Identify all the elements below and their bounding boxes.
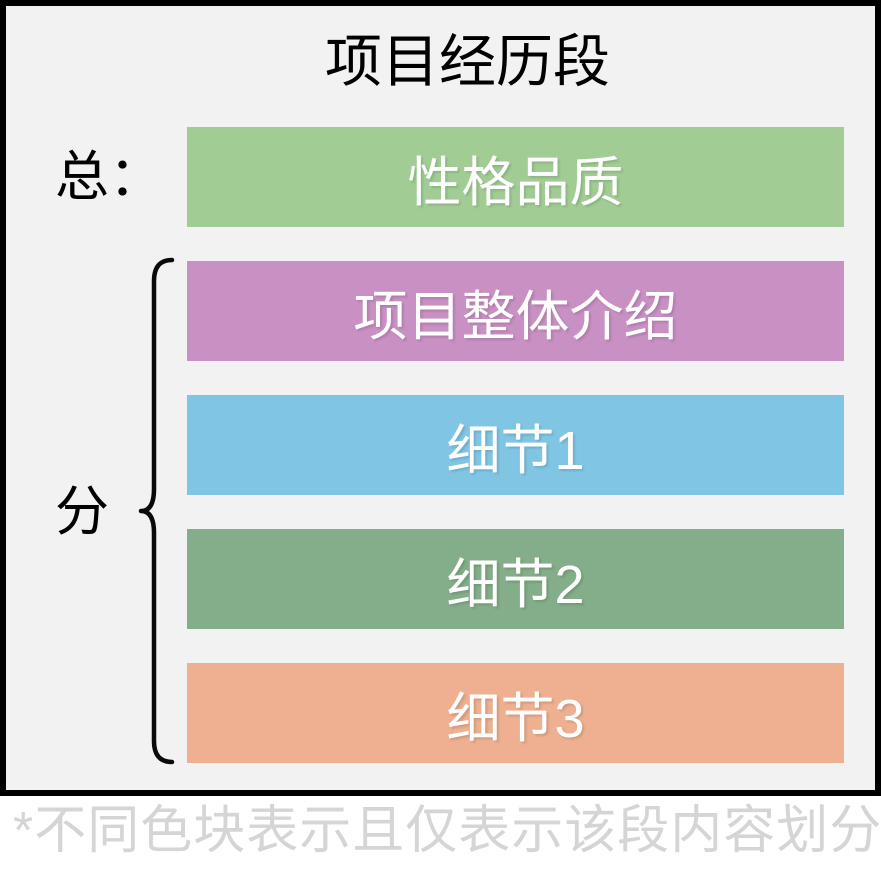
bar-detail-1: 细节1 — [187, 395, 844, 495]
bar-project-overview: 项目整体介绍 — [187, 261, 844, 361]
footnote: *不同色块表示且仅表示该段内容划分 — [13, 802, 881, 860]
bar-detail-3: 细节3 — [187, 663, 844, 763]
label-detail: 分 — [55, 482, 109, 542]
diagram-title: 项目经历段 — [325, 30, 610, 94]
brace-path — [138, 257, 175, 765]
bar-detail-2: 细节2 — [187, 529, 844, 629]
bar-personality-quality: 性格品质 — [187, 127, 844, 227]
left-curly-brace-icon — [138, 257, 175, 765]
label-total: 总： — [55, 147, 163, 207]
diagram-panel: 项目经历段 总： 分 性格品质 项目整体介绍 细节1 细节2 细节3 — [0, 0, 881, 796]
